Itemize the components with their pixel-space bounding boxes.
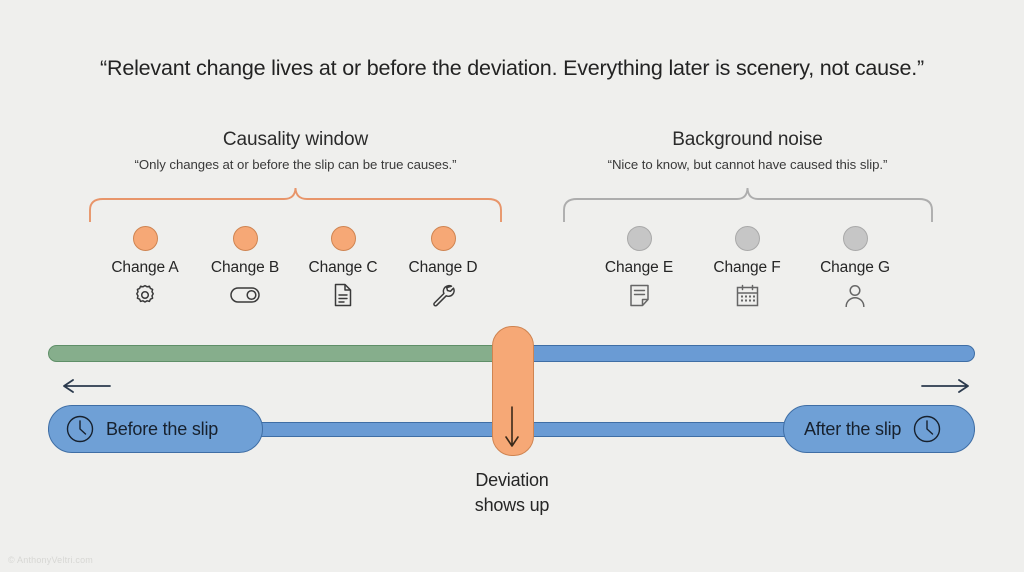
note-icon-wrapper <box>584 283 694 307</box>
before-the-slip-label: Before the slip <box>106 418 219 439</box>
change-label: Change E <box>604 259 674 276</box>
change-dot <box>734 226 760 251</box>
deviation-label-line1: Deviation <box>475 470 549 490</box>
after-slip-blue-bar <box>500 345 975 362</box>
change-item-f[interactable]: Change F <box>692 226 802 307</box>
causality-window-title: Causality window <box>222 129 369 150</box>
document-icon-wrapper <box>288 283 398 307</box>
document-icon <box>334 283 352 307</box>
noise-brace-icon <box>563 187 933 222</box>
background-noise-title: Background noise <box>672 129 823 150</box>
change-label: Change C <box>308 259 378 276</box>
arrow-right-icon <box>921 379 969 393</box>
watermark: © AnthonyVeltri.com <box>8 555 93 565</box>
gear-icon <box>136 284 154 303</box>
change-label: Change D <box>408 259 478 276</box>
change-dot <box>430 226 456 251</box>
deviation-marker[interactable] <box>492 326 534 456</box>
change-dot <box>132 226 158 251</box>
change-item-d[interactable]: Change D <box>388 226 498 307</box>
person-icon-wrapper <box>800 283 910 307</box>
change-item-a[interactable]: Change A <box>90 226 200 307</box>
causality-window-heading: Causality window “Only changes at or bef… <box>88 128 503 175</box>
change-label: Change A <box>111 259 179 276</box>
person-icon <box>845 284 865 307</box>
wrench-icon <box>433 284 455 307</box>
deviation-label-line2: shows up <box>474 495 550 515</box>
change-item-b[interactable]: Change B <box>190 226 300 307</box>
clock-icon <box>66 415 94 443</box>
change-label: Change G <box>820 259 890 276</box>
change-label: Change B <box>210 259 280 276</box>
after-the-slip-pill[interactable]: After the slip <box>783 405 975 453</box>
change-item-g[interactable]: Change G <box>800 226 910 307</box>
gear-icon-wrapper <box>90 283 200 307</box>
causality-window-subtitle: “Only changes at or before the slip can … <box>134 157 457 172</box>
deviation-label: Deviation shows up <box>427 468 597 518</box>
headline-quote: “Relevant change lives at or before the … <box>100 56 924 80</box>
wrench-icon-wrapper <box>388 283 498 307</box>
before-slip-green-bar <box>48 345 518 362</box>
before-the-slip-pill[interactable]: Before the slip <box>48 405 263 453</box>
clock-icon <box>914 415 941 443</box>
after-the-slip-label: After the slip <box>804 418 902 439</box>
change-dot <box>842 226 868 251</box>
causality-brace-icon <box>89 187 502 222</box>
calendar-icon-wrapper <box>692 283 802 307</box>
change-dot <box>330 226 356 251</box>
toggle-icon <box>230 287 260 303</box>
change-item-c[interactable]: Change C <box>288 226 398 307</box>
calendar-icon <box>736 284 758 306</box>
change-dot <box>232 226 258 251</box>
change-dot <box>626 226 652 251</box>
change-label: Change F <box>713 259 781 276</box>
toggle-icon-wrapper <box>190 283 300 307</box>
background-noise-heading: Background noise “Nice to know, but cann… <box>560 128 935 175</box>
arrow-left-icon <box>63 379 111 393</box>
background-noise-subtitle: “Nice to know, but cannot have caused th… <box>607 157 888 172</box>
arrow-down-icon <box>505 406 519 447</box>
change-item-e[interactable]: Change E <box>584 226 694 307</box>
note-icon <box>629 284 649 306</box>
